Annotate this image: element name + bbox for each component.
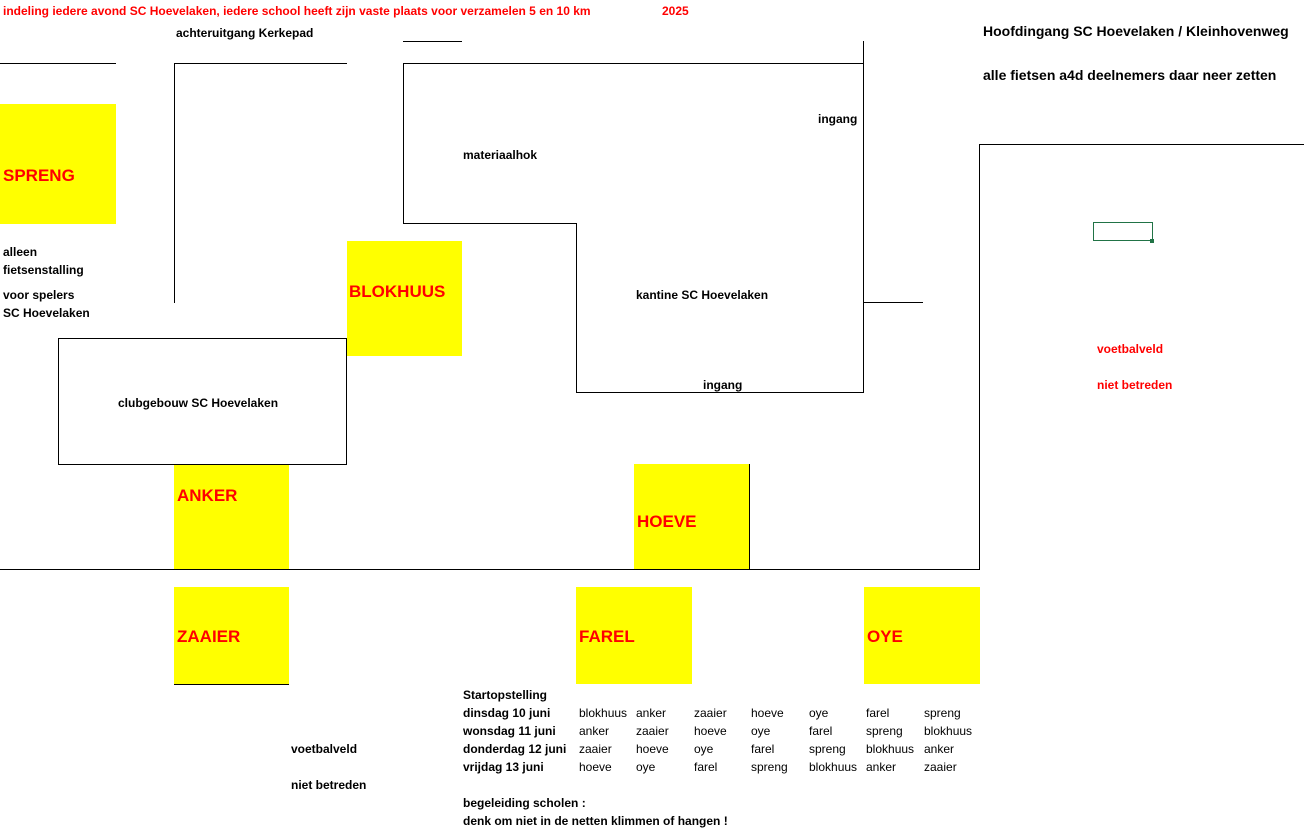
instruction-text: indeling iedere avond SC Hoevelaken, ied… <box>3 4 591 18</box>
schedule-slot: anker <box>866 760 897 774</box>
school-anker-area <box>174 465 289 569</box>
schedule-title: Startopstelling <box>463 688 548 702</box>
school-spreng-area <box>0 104 116 224</box>
schedule-slot: anker <box>924 742 955 756</box>
schedule-slot: oye <box>636 760 656 774</box>
field-warning-label: niet betreden <box>291 778 367 792</box>
school-spreng-label: SPRENG <box>3 166 75 185</box>
schedule-slot: blokhuus <box>579 706 628 720</box>
entrance-label: ingang <box>703 378 743 392</box>
wall-line <box>174 684 289 685</box>
schedule-slot: spreng <box>866 724 903 738</box>
canteen-label: kantine SC Hoevelaken <box>636 288 769 302</box>
bike-note-line: voor spelers <box>3 288 75 302</box>
schedule-slot: oye <box>694 742 714 756</box>
schedule-slot: zaaier <box>694 706 727 720</box>
wall-line <box>0 569 980 570</box>
schedule-slot: zaaier <box>636 724 669 738</box>
school-zaaier-label: ZAAIER <box>177 627 241 646</box>
schedule-slot: hoeve <box>751 706 784 720</box>
table-row: wonsdag 11 juni anker zaaier hoeve oye f… <box>463 722 984 740</box>
table-row: donderdag 12 juni zaaier hoeve oye farel… <box>463 740 984 758</box>
schedule-slot: oye <box>809 706 829 720</box>
schedule-slot: zaaier <box>579 742 612 756</box>
schedule-slot: hoeve <box>636 742 669 756</box>
schedule-slot: spreng <box>751 760 788 774</box>
school-hoeve-area <box>634 464 749 569</box>
year-text: 2025 <box>662 4 689 18</box>
wall-line <box>864 302 923 303</box>
schedule-slot: spreng <box>809 742 846 756</box>
wall-line <box>979 144 1304 145</box>
schedule-slot: zaaier <box>924 760 957 774</box>
wall-line <box>403 63 864 64</box>
school-blokhuus-label: BLOKHUUS <box>349 282 446 301</box>
supervision-note: begeleiding scholen : <box>463 796 586 810</box>
schedule-slot: anker <box>579 724 610 738</box>
table-row: vrijdag 13 juni hoeve oye farel spreng b… <box>463 758 984 776</box>
schedule-slot: farel <box>809 724 833 738</box>
schedule-slot: blokhuus <box>866 742 915 756</box>
school-farel-area <box>576 587 692 684</box>
school-anker-label: ANKER <box>177 486 238 505</box>
wall-line <box>576 392 864 393</box>
wall-line <box>403 63 404 223</box>
rear-exit-label: achteruitgang Kerkepad <box>176 26 314 40</box>
schedule-day: wonsdag 11 juni <box>463 724 556 738</box>
schedule-slot: farel <box>751 742 775 756</box>
schedule-slot: blokhuus <box>809 760 858 774</box>
wall-line <box>403 41 462 42</box>
clubhouse-building <box>58 338 347 465</box>
schedule-day: vrijdag 13 juni <box>463 760 544 774</box>
bike-note-line: alleen <box>3 245 38 259</box>
wall-line <box>979 144 980 570</box>
school-oye-area <box>864 587 980 684</box>
schedule-slot: farel <box>694 760 718 774</box>
school-farel-label: FAREL <box>579 627 635 646</box>
field-label: voetbalveld <box>1097 342 1164 356</box>
shed-label: materiaalhok <box>463 148 538 162</box>
schedule-table: dinsdag 10 juni blokhuus anker zaaier ho… <box>463 704 984 776</box>
wall-line <box>174 63 347 64</box>
wall-line <box>403 223 577 224</box>
wall-line <box>749 464 750 570</box>
table-row: dinsdag 10 juni blokhuus anker zaaier ho… <box>463 704 984 722</box>
fill-handle-icon[interactable] <box>1150 239 1154 243</box>
schedule-slot: hoeve <box>579 760 612 774</box>
clubhouse-label: clubgebouw SC Hoevelaken <box>118 396 279 410</box>
school-oye-label: OYE <box>867 627 903 646</box>
bike-note-line: fietsenstalling <box>3 263 84 277</box>
bikes-note-text: alle fietsen a4d deelnemers daar neer ze… <box>983 67 1277 83</box>
schedule-slot: anker <box>636 706 667 720</box>
schedule-slot: spreng <box>924 706 961 720</box>
schedule-day: donderdag 12 juni <box>463 742 567 756</box>
entrance-label: ingang <box>818 112 858 126</box>
main-entrance-text: Hoofdingang SC Hoevelaken / Kleinhovenwe… <box>983 23 1289 39</box>
schedule-day: dinsdag 10 juni <box>463 706 551 720</box>
wall-line <box>0 63 116 64</box>
school-zaaier-area <box>174 587 289 684</box>
schedule-slot: blokhuus <box>924 724 973 738</box>
schedule-slot: oye <box>751 724 771 738</box>
nets-warning: denk om niet in de netten klimmen of han… <box>463 814 728 828</box>
schedule-slot: hoeve <box>694 724 727 738</box>
schedule-slot: farel <box>866 706 890 720</box>
field-label: voetbalveld <box>291 742 358 756</box>
school-hoeve-label: HOEVE <box>637 512 697 531</box>
wall-line <box>174 63 175 303</box>
wall-line <box>576 223 577 393</box>
bike-note-line: SC Hoevelaken <box>3 306 90 320</box>
wall-line <box>863 63 864 393</box>
school-blokhuus-area <box>347 241 462 356</box>
wall-line <box>863 41 864 63</box>
selected-cell[interactable] <box>1093 222 1153 241</box>
field-warning-label: niet betreden <box>1097 378 1173 392</box>
